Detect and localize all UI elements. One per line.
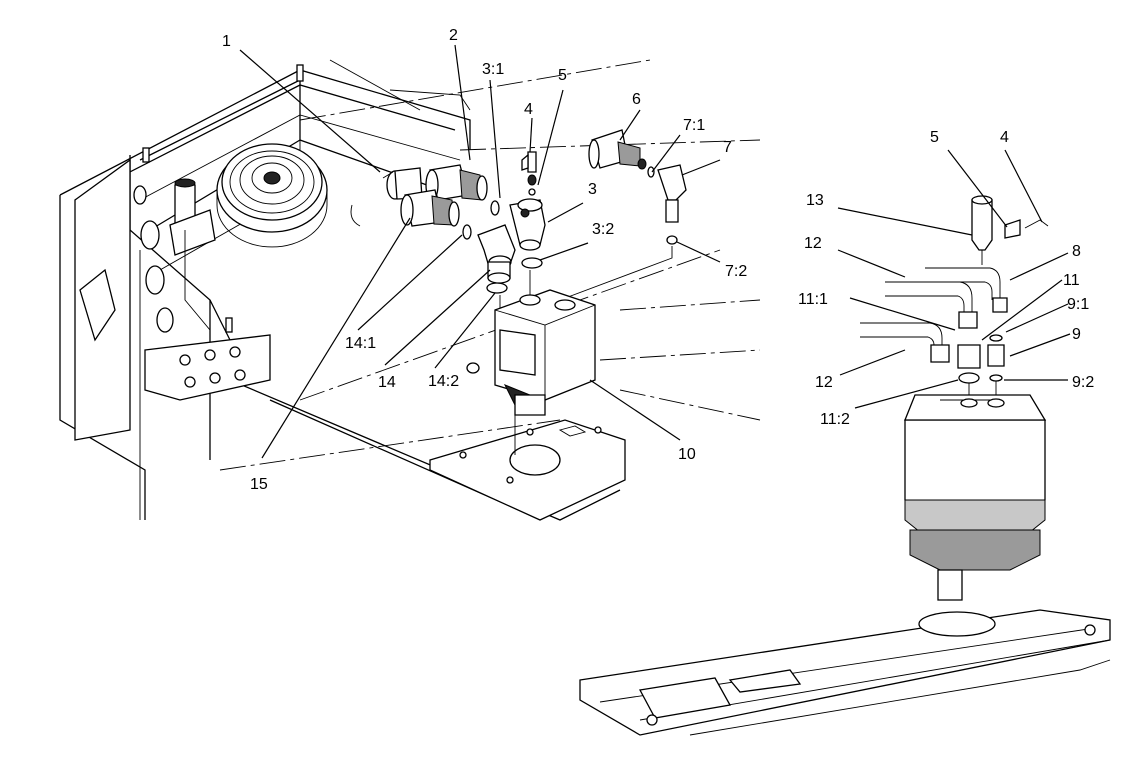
adapters-9-11 xyxy=(957,334,1005,395)
callout-9-2: 9:2 xyxy=(1072,374,1094,391)
mount-plate xyxy=(429,415,626,521)
callout-9: 9 xyxy=(1072,326,1081,343)
callout-4-right: 4 xyxy=(1000,129,1009,146)
callout-7: 7 xyxy=(723,139,732,156)
elbow-3 xyxy=(509,198,546,251)
callout-labels: 1 2 3:1 4 5 6 7:1 7 3 3:2 7:2 14:1 14 14… xyxy=(222,27,1094,493)
fitting-2 xyxy=(425,164,488,201)
callout-10: 10 xyxy=(678,446,696,463)
chassis-frame xyxy=(59,59,761,521)
callout-12-top: 12 xyxy=(804,235,822,252)
callout-3-2: 3:2 xyxy=(592,221,614,238)
hoses-8-12 xyxy=(860,267,1008,363)
elbow-14 xyxy=(477,224,516,284)
base-plate xyxy=(579,609,1111,736)
fitting-15 xyxy=(400,189,460,227)
callout-3-1: 3:1 xyxy=(482,61,504,78)
callout-11: 11 xyxy=(1063,272,1080,289)
callout-15: 15 xyxy=(250,476,268,493)
fitting-4-5 xyxy=(521,151,537,196)
relief-valve-13 xyxy=(971,195,1049,265)
elbow-7 xyxy=(657,164,687,245)
callout-2: 2 xyxy=(449,27,458,44)
clutch-pulley xyxy=(216,143,361,248)
callout-11-2: 11:2 xyxy=(820,411,850,428)
callout-1: 1 xyxy=(222,33,231,50)
callout-3: 3 xyxy=(588,181,597,198)
callout-14-2: 14:2 xyxy=(428,373,459,390)
callout-9-1: 9:1 xyxy=(1067,296,1089,313)
callout-11-1: 11:1 xyxy=(798,291,828,308)
callout-5-right: 5 xyxy=(930,129,939,146)
coupler-1 xyxy=(382,167,423,200)
callout-7-1: 7:1 xyxy=(683,117,705,134)
callout-5: 5 xyxy=(558,67,567,84)
pump-right xyxy=(904,394,1047,601)
hose-6 xyxy=(588,129,655,178)
callout-4: 4 xyxy=(524,101,533,118)
o-rings xyxy=(462,200,543,374)
callout-12-bottom: 12 xyxy=(815,374,833,391)
pump-10 xyxy=(494,289,596,416)
callout-6: 6 xyxy=(632,91,641,108)
callout-8: 8 xyxy=(1072,243,1081,260)
callout-13: 13 xyxy=(806,192,824,209)
callout-7-2: 7:2 xyxy=(725,263,747,280)
leader-lines xyxy=(239,44,1071,459)
callout-14: 14 xyxy=(378,374,396,391)
callout-14-1: 14:1 xyxy=(345,335,376,352)
